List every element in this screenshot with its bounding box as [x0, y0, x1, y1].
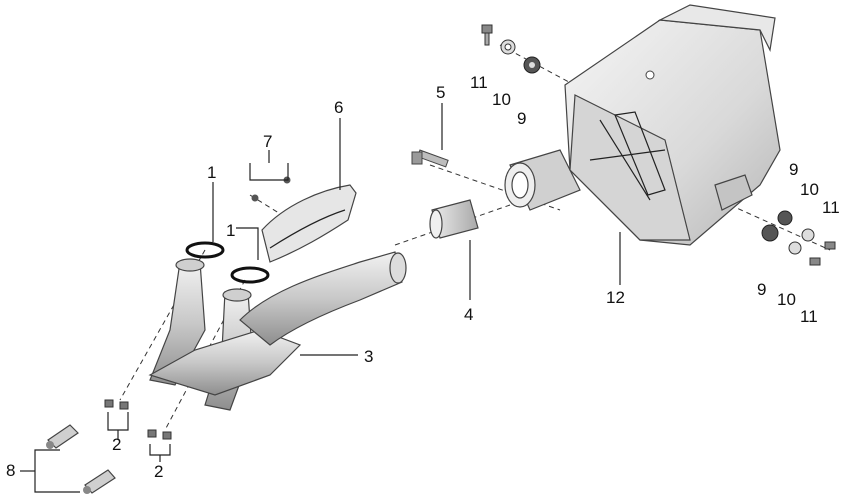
callout-2a: 2: [112, 435, 121, 454]
clamp-bolt: [411, 149, 449, 168]
callout-3: 3: [364, 347, 373, 366]
callout-2b: 2: [154, 462, 163, 481]
callout-7: 7: [263, 132, 272, 151]
muffler-inlet-clamp: [504, 149, 581, 211]
callout-10c: 10: [777, 290, 796, 309]
muffler: [564, 4, 781, 246]
callout-8: 8: [6, 461, 15, 480]
callout-6: 6: [334, 98, 343, 117]
exhaust-header-pipe: [148, 251, 407, 411]
callout-10b: 10: [800, 180, 819, 199]
callout-9a: 9: [517, 109, 526, 128]
header-nuts: [104, 399, 172, 440]
callout-1a: 1: [207, 163, 216, 182]
callout-4: 4: [464, 305, 473, 324]
callout-1b: 1: [226, 221, 235, 240]
callout-11b: 11: [822, 198, 840, 217]
callout-9b: 9: [789, 160, 798, 179]
spark-plugs: [46, 424, 116, 494]
callout-labels: 1 1 2 2 3 4 5 6 7 8 9 9 9 10 10 10 11 11…: [6, 73, 840, 481]
callout-11c: 11: [800, 307, 818, 326]
mounting-hardware-right: [761, 210, 836, 266]
leader-lines: [20, 103, 621, 493]
callout-5: 5: [436, 83, 445, 102]
exhaust-sleeve: [429, 199, 479, 239]
mounting-hardware-top: [481, 24, 541, 74]
callout-9c: 9: [757, 280, 766, 299]
callout-10a: 10: [492, 90, 511, 109]
heat-shield: [261, 184, 357, 263]
exhaust-gaskets: [185, 241, 270, 284]
callout-11a: 11: [470, 73, 488, 92]
callout-12: 12: [606, 288, 625, 307]
